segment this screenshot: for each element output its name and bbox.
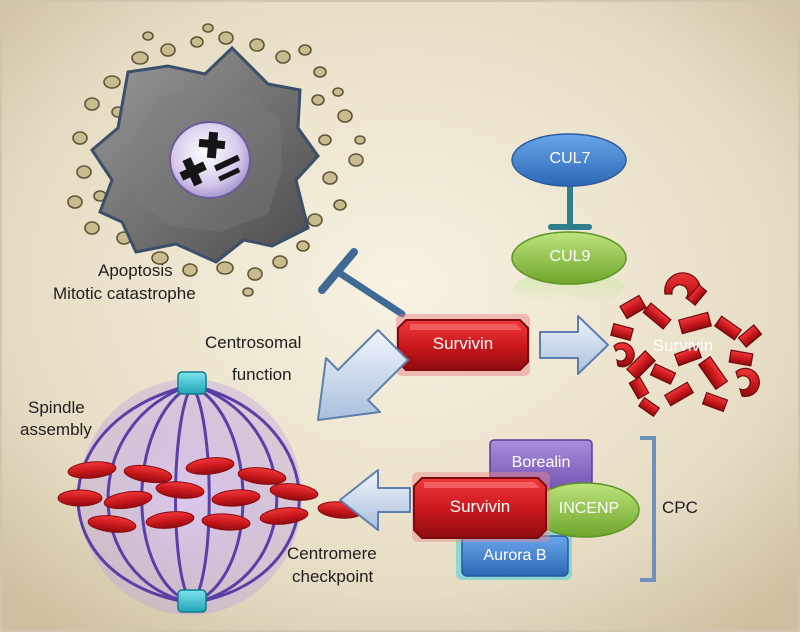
aurora-b-text: Aurora B	[483, 547, 547, 564]
incenp-text: INCENP	[558, 500, 620, 517]
survivin-cpc-text: Survivin	[449, 497, 511, 516]
condensed-chromatin	[179, 131, 241, 187]
survivin-center-box	[396, 314, 530, 376]
cul9-text: CUL9	[549, 248, 591, 265]
function-label: function	[232, 365, 292, 384]
survivin-cpc-node	[413, 477, 547, 539]
nucleus	[169, 121, 251, 199]
centrosomal-label: Centrosomal	[205, 333, 302, 352]
survivin-degraded-text: Survivin	[652, 336, 714, 355]
checkpoint-label: checkpoint	[292, 567, 374, 586]
cpc-label: CPC	[662, 498, 698, 517]
chromosomes	[57, 457, 363, 533]
apoptotic-bodies	[67, 23, 366, 297]
cul7-text: CUL7	[549, 150, 591, 167]
cpc-complex	[412, 436, 656, 582]
borealin-text: Borealin	[511, 454, 571, 471]
arrow-to-centromere	[339, 469, 411, 531]
cpc-bracket	[640, 436, 656, 582]
inhibition-survivin-apoptosis	[318, 248, 406, 318]
degraded-survivin-fragments	[610, 272, 763, 418]
cul9-node	[511, 231, 627, 285]
apoptosis-label: Apoptosis	[98, 261, 173, 280]
spindle-label: Spindle	[28, 398, 85, 417]
mitotic-catastrophe-label: Mitotic catastrophe	[53, 284, 196, 303]
survivin-center-text: Survivin	[432, 334, 494, 353]
cul-regulation	[511, 133, 627, 304]
cul7-node	[511, 133, 627, 187]
apoptotic-cell	[67, 23, 366, 297]
assembly-label: assembly	[20, 420, 92, 439]
centromere-label: Centromere	[287, 544, 377, 563]
arrow-to-degradation	[539, 315, 609, 375]
arrow-to-centrosome	[317, 329, 409, 421]
